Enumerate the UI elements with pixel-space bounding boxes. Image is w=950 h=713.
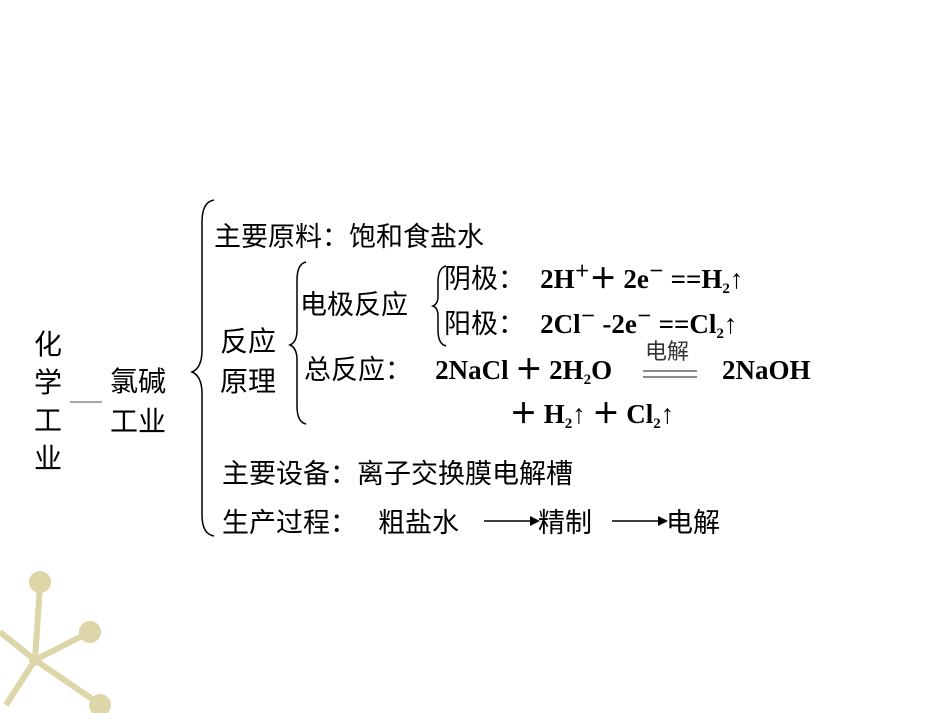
principle-brace xyxy=(288,261,307,425)
equipment: 主要设备：离子交换膜电解槽 xyxy=(222,459,573,490)
branch-line-1: 氯碱 xyxy=(110,365,167,398)
root-topic: 化学 工业 xyxy=(33,326,63,478)
electrolysis-condition: 电解 xyxy=(645,340,690,365)
molecule-atom xyxy=(29,571,51,593)
anode-row: 阳极： 2Cl－ -2e－ ==Cl2↑ xyxy=(444,310,737,342)
raw-material: 主要原料：饱和食盐水 xyxy=(214,222,484,253)
molecule-atom xyxy=(79,621,101,643)
branch-line-2: 工业 xyxy=(110,405,167,438)
overall-lhs: 2NaCl ＋ 2H2O xyxy=(435,355,613,388)
process-label: 生产过程： xyxy=(222,508,357,539)
anode-label: 阳极： xyxy=(444,309,525,340)
cathode-label: 阴极： xyxy=(444,264,525,295)
overall-label: 总反应： xyxy=(304,355,412,386)
cathode-equation: 2H＋＋ 2e－ ==H2↑ xyxy=(540,264,744,297)
anode-equation: 2Cl－ -2e－ ==Cl2↑ xyxy=(540,309,738,342)
process-arrow-1 xyxy=(484,516,540,526)
process-arrow-2 xyxy=(612,516,668,526)
cathode-row: 阴极： 2H＋＋ 2e－ ==H2↑ xyxy=(444,265,743,297)
principle-line-2: 原理 xyxy=(220,365,277,398)
root-line-1: 化学 xyxy=(33,328,62,399)
principle-label: 反应 原理 xyxy=(220,322,276,402)
process-step-2: 精制 xyxy=(538,508,592,539)
principle-line-1: 反应 xyxy=(220,325,277,358)
overall-line-2: ＋ H2↑ ＋ Cl2↑ xyxy=(510,399,675,432)
electrode-label: 电极反应 xyxy=(300,290,408,321)
branch-topic: 氯碱 工业 xyxy=(110,362,166,442)
process-step-1: 粗盐水 xyxy=(378,508,459,539)
overall-row: 总反应： 2NaCl ＋ 2H2O xyxy=(304,357,612,388)
root-line-2: 工业 xyxy=(33,404,62,475)
molecule-atom xyxy=(29,654,41,666)
electrode-brace xyxy=(430,265,447,347)
outer-brace xyxy=(189,199,215,537)
overall-rhs: 2NaOH xyxy=(722,355,811,385)
process-step-3: 电解 xyxy=(666,508,720,539)
molecule-atom xyxy=(89,694,111,713)
